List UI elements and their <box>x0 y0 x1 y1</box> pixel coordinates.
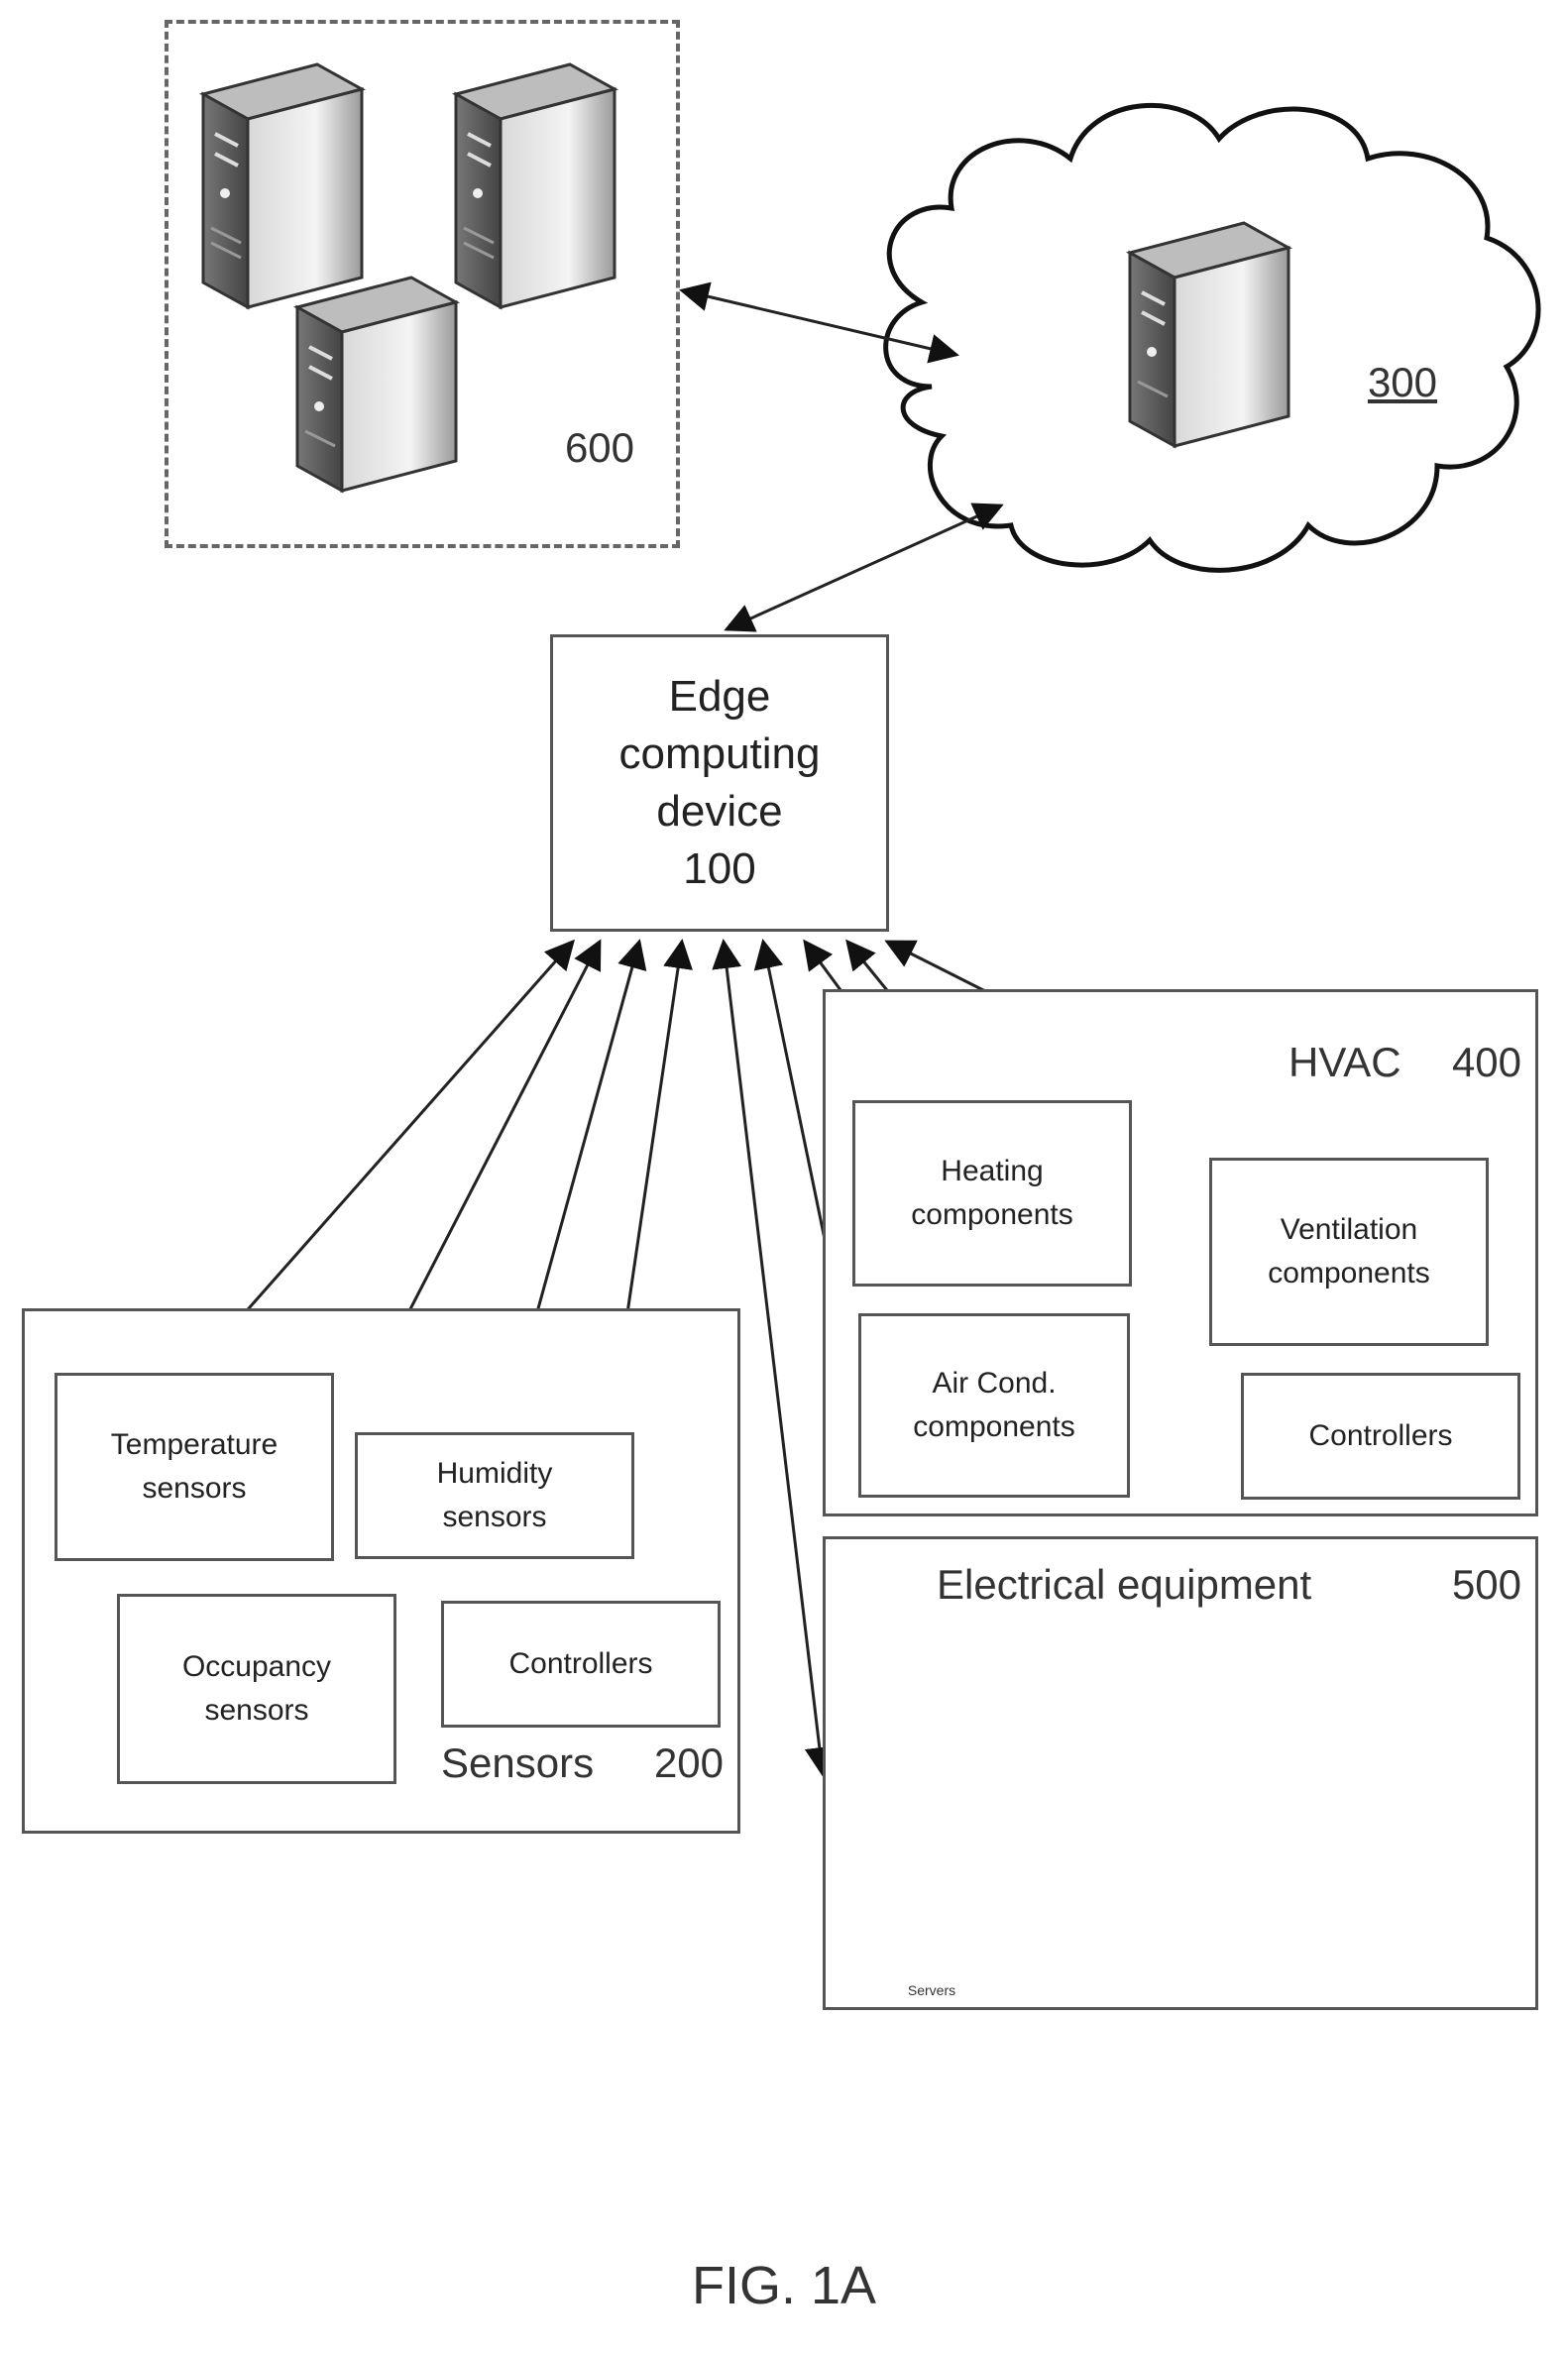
sensor-controllers: Controllers <box>441 1601 721 1728</box>
aircond-components: Air Cond. components <box>858 1313 1130 1498</box>
sensors-title: Sensors <box>441 1739 619 1787</box>
cloud-label: 300 <box>1348 359 1457 406</box>
figure-label: FIG. 1A <box>0 2255 1568 2316</box>
occupancy-sensors: Occupancy sensors <box>117 1594 396 1784</box>
humidity-sensors: Humidity sensors <box>355 1432 634 1559</box>
arrow-cloud-to-edge <box>727 505 1001 629</box>
hvac-controllers: Controllers <box>1241 1373 1520 1500</box>
heating-components: Heating components <box>852 1100 1132 1287</box>
edge-line3: device <box>656 783 782 841</box>
temperature-sensors: Temperature sensors <box>55 1373 334 1561</box>
edge-number: 100 <box>683 841 755 898</box>
sensors-number: 200 <box>644 1739 733 1787</box>
cloud-server-icon <box>1130 223 1288 446</box>
remote-servers-label: 600 <box>550 424 649 472</box>
servers-caption: Servers <box>882 1982 981 1998</box>
hvac-title: HVAC <box>1288 1039 1398 1086</box>
electrical-number: 500 <box>1442 1561 1531 1609</box>
hvac-number: 400 <box>1442 1039 1531 1086</box>
ventilation-components: Ventilation components <box>1209 1158 1489 1346</box>
electrical-title: Electrical equipment <box>937 1561 1393 1609</box>
edge-line1: Edge <box>669 668 771 726</box>
arrow-edge-temperature <box>196 942 573 1368</box>
edge-line2: computing <box>618 726 820 783</box>
edge-computing-device: Edge computing device 100 <box>550 634 889 932</box>
